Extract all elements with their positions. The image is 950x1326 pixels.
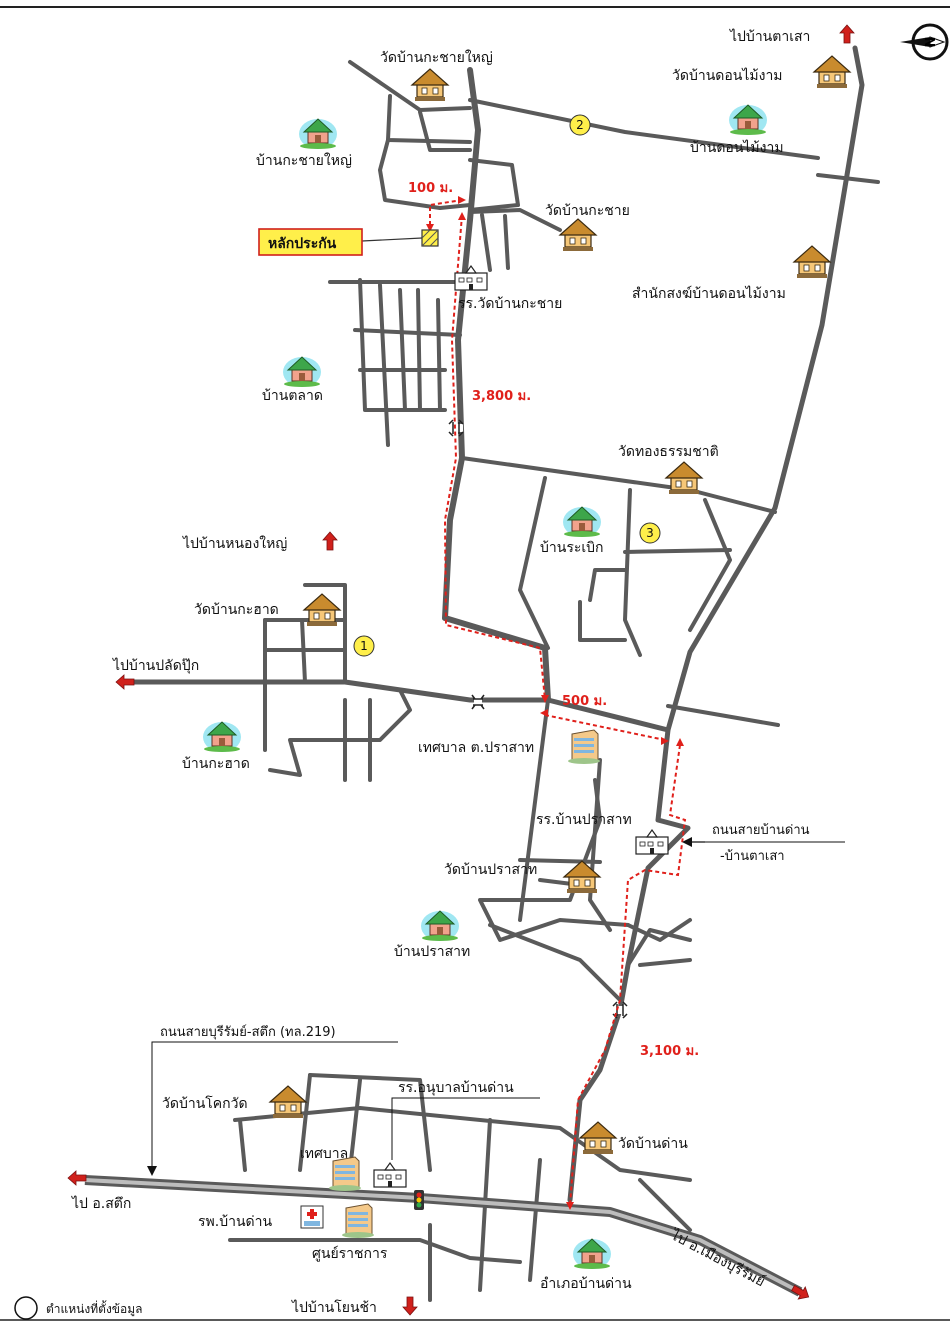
svg-text:-บ้านตาเสา: -บ้านตาเสา bbox=[720, 849, 785, 864]
label-gov-center: ศูนย์ราชการ bbox=[312, 1245, 388, 1262]
label-to-ta-sao: ไปบ้านตาเสา bbox=[729, 28, 810, 45]
school-icon bbox=[454, 265, 488, 291]
village-icon bbox=[562, 506, 602, 538]
legend-label: ตำแหน่งที่ตั้งข้อมูล bbox=[46, 1300, 142, 1317]
point-3: 3 bbox=[639, 522, 661, 544]
route-arrowheads bbox=[426, 196, 684, 1210]
label-ban-don-mai-ngam: บ้านดอนไม้งาม bbox=[690, 139, 784, 156]
label-to-muang: ไป อ.เมืองบุรีรัมย์ bbox=[667, 1226, 768, 1290]
label-wat-ban-dan: วัดบ้านด่าน bbox=[618, 1136, 688, 1152]
label-wat-thong-thammachat: วัดทองธรรมชาติ bbox=[618, 444, 719, 460]
point-1: 1 bbox=[353, 635, 375, 657]
label-wat-kachai: วัดบ้านกะชาย bbox=[545, 203, 630, 219]
svg-text:3: 3 bbox=[646, 526, 654, 540]
distance-500m: 500 ม. bbox=[562, 694, 607, 709]
temple-icon bbox=[559, 218, 597, 252]
label-wat-kachai-yai: วัดบ้านกะชายใหญ่ bbox=[380, 49, 493, 66]
label-to-plat-puk: ไปบ้านปลัดปุ๊ก bbox=[112, 657, 199, 674]
distance-100m: 100 ม. bbox=[408, 181, 453, 196]
arrow-left-icon bbox=[115, 674, 135, 690]
kindergarten-callout: รร.อนุบาลบ้านด่าน bbox=[391, 1080, 540, 1160]
label-wat-khok-wat: วัดบ้านโคกวัด bbox=[162, 1095, 248, 1112]
label-tessaban: เทศบาล bbox=[300, 1146, 348, 1162]
label-kindergarten: รร.อนุบาลบ้านด่าน bbox=[398, 1080, 514, 1096]
village-icon bbox=[202, 721, 242, 753]
village-icon bbox=[420, 910, 460, 942]
arrow-down-icon bbox=[402, 1296, 418, 1316]
village-icon bbox=[282, 356, 322, 388]
label-to-yon-cha: ไปบ้านโยนช้า bbox=[291, 1299, 377, 1316]
school-icon bbox=[635, 829, 669, 855]
label-school-wat-kachai: รร.วัดบ้านกะชาย bbox=[458, 296, 562, 312]
legend-circle-icon bbox=[14, 1296, 38, 1320]
label-ban-kasat: บ้านกะฮาด bbox=[182, 756, 250, 772]
village-icon bbox=[572, 1238, 612, 1270]
temple-icon bbox=[813, 55, 851, 89]
hospital-icon bbox=[300, 1205, 324, 1229]
label-wat-don-mai-ngam: วัดบ้านดอนไม้งาม bbox=[672, 67, 783, 84]
road-ban-dan-ta-sao-callout: ถนนสายบ้านด่าน -บ้านตาเสา bbox=[682, 823, 845, 864]
label-ban-ranoek: บ้านระเบิก bbox=[540, 540, 604, 556]
office-building-icon bbox=[341, 1203, 375, 1239]
svg-text:2: 2 bbox=[576, 118, 584, 132]
svg-text:ถนนสายบุรีรัมย์-สตึก (ทล.219): ถนนสายบุรีรัมย์-สตึก (ทล.219) bbox=[160, 1024, 336, 1040]
compass-icon: N bbox=[900, 23, 949, 61]
office-building-icon bbox=[328, 1156, 362, 1192]
temple-icon bbox=[269, 1085, 307, 1119]
distance-3100m: 3,100 ม. bbox=[640, 1044, 699, 1059]
village-icon bbox=[728, 104, 768, 136]
compass-letter: N bbox=[924, 37, 939, 48]
temple-icon bbox=[579, 1121, 617, 1155]
arrow-up-icon bbox=[322, 531, 338, 551]
label-to-nong-yai: ไปบ้านหนองใหญ่ bbox=[182, 535, 287, 552]
svg-text:ถนนสายบ้านด่าน: ถนนสายบ้านด่าน bbox=[712, 823, 810, 838]
traffic-light-icon bbox=[414, 1190, 424, 1210]
point-2: 2 bbox=[569, 114, 591, 136]
route-path bbox=[429, 199, 687, 1206]
temple-icon bbox=[563, 860, 601, 894]
label-to-satuek: ไป อ.สตึก bbox=[71, 1195, 131, 1212]
collateral-label: หลักประกัน bbox=[268, 236, 337, 252]
label-amphoe: อำเภอบ้านด่าน bbox=[540, 1276, 632, 1292]
collateral-marker: หลักประกัน bbox=[258, 228, 439, 256]
temple-icon bbox=[303, 593, 341, 627]
road-network bbox=[117, 45, 880, 1302]
label-wat-kasat: วัดบ้านกะฮาด bbox=[194, 602, 279, 618]
label-samnak-song: สำนักสงฆ์บ้านดอนไม้งาม bbox=[632, 285, 786, 302]
arrow-left-icon bbox=[67, 1170, 87, 1186]
label-hospital: รพ.บ้านด่าน bbox=[198, 1214, 272, 1230]
office-building-icon bbox=[567, 729, 601, 765]
label-ban-prasat: บ้านปราสาท bbox=[394, 944, 470, 960]
distance-3800m: 3,800 ม. bbox=[472, 389, 531, 404]
highway-219 bbox=[84, 1175, 803, 1297]
arrow-up-icon bbox=[839, 24, 855, 44]
label-tessaban-prasat: เทศบาล ต.ปราสาท bbox=[418, 740, 534, 756]
road-219-callout: ถนนสายบุรีรัมย์-สตึก (ทล.219) bbox=[147, 1024, 398, 1176]
temple-icon bbox=[411, 68, 449, 102]
legend: ตำแหน่งที่ตั้งข้อมูล bbox=[14, 1296, 142, 1320]
label-school-prasat: รร.บ้านปราสาท bbox=[536, 812, 632, 828]
temple-icon bbox=[665, 461, 703, 495]
school-icon bbox=[373, 1162, 407, 1188]
label-ban-kachai-yai: บ้านกะชายใหญ่ bbox=[256, 152, 352, 169]
temple-icon bbox=[793, 245, 831, 279]
svg-text:1: 1 bbox=[360, 639, 368, 653]
label-ban-talat: บ้านตลาด bbox=[262, 388, 323, 404]
village-icon bbox=[298, 118, 338, 150]
label-wat-prasat: วัดบ้านปราสาท bbox=[444, 862, 537, 878]
